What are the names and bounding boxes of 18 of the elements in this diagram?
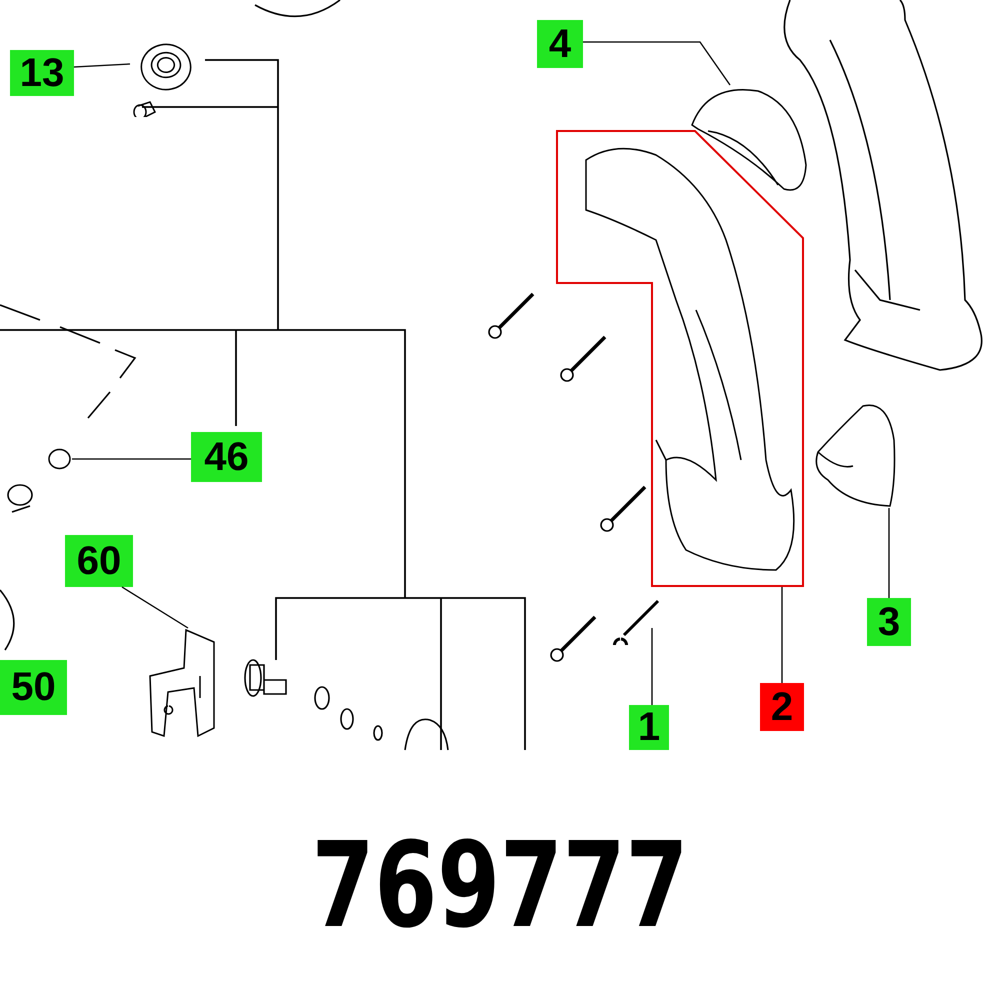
leader-line	[122, 586, 188, 629]
callout-number: 4	[537, 20, 583, 68]
callout-number: 1	[629, 705, 669, 750]
leader-line	[583, 41, 731, 86]
callout-number: 50	[0, 660, 67, 715]
o-ring-drawing	[47, 447, 72, 471]
part-number: 769777	[310, 815, 690, 955]
leader-line	[72, 458, 191, 460]
callout-number: 46	[191, 432, 262, 482]
callout-number: 60	[65, 535, 133, 587]
handle-drawing	[556, 130, 804, 587]
leader-line	[651, 628, 653, 705]
callout-number: 3	[867, 598, 911, 646]
callout-number: 13	[10, 50, 74, 96]
leader-line	[888, 508, 890, 598]
leader-line	[74, 63, 130, 68]
leader-line	[781, 587, 783, 683]
callout-number: 2	[760, 683, 804, 731]
